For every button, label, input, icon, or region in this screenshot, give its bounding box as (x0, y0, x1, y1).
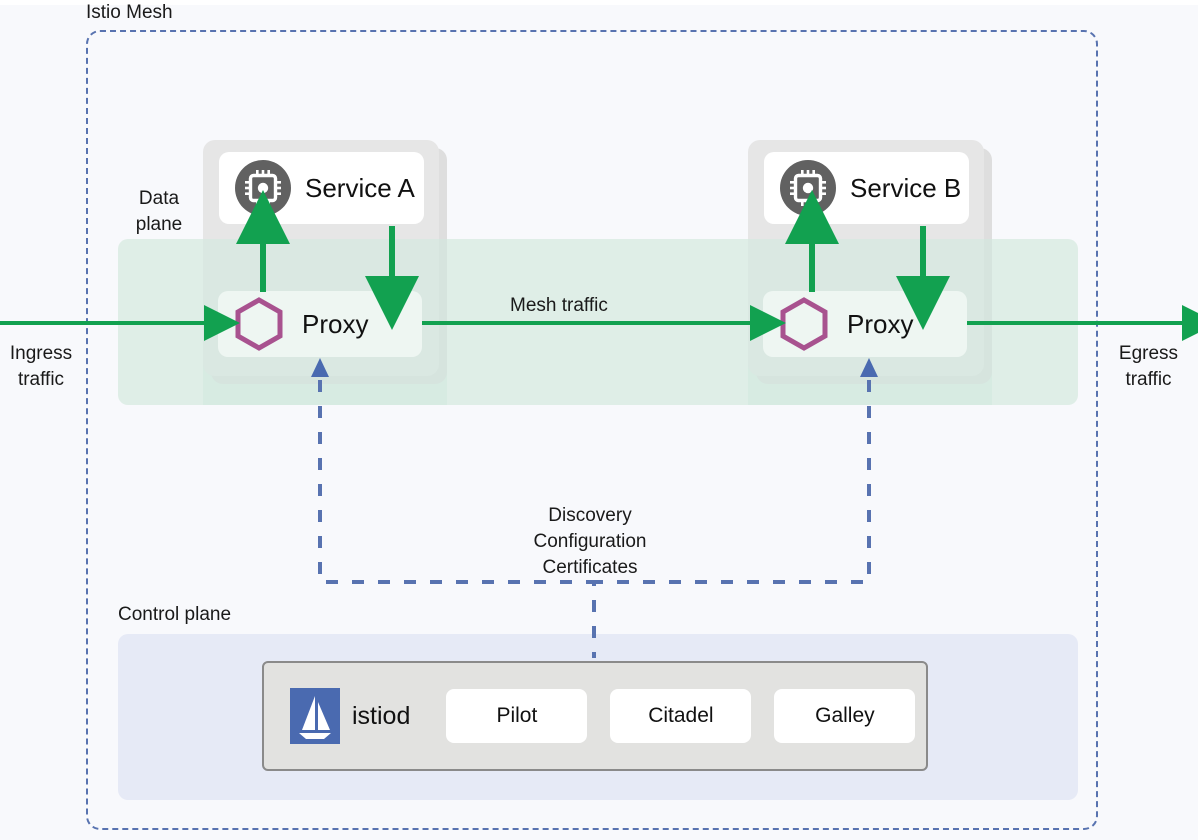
service-a-label: Service A (305, 172, 415, 203)
proxy-b-card[interactable]: Proxy (763, 291, 967, 357)
service-b-card[interactable]: Service B (764, 152, 969, 224)
hexagon-icon (232, 296, 286, 352)
proxy-a-label: Proxy (302, 308, 369, 339)
service-a-card[interactable]: Service A (219, 152, 424, 224)
chip-icon (235, 160, 291, 216)
sailboat-icon (290, 688, 340, 744)
egress-traffic-line1: Egress (1118, 343, 1179, 364)
egress-traffic-line2: traffic (1125, 369, 1172, 390)
data-plane-label-line1: Data (138, 188, 180, 209)
control-plane-component-galley[interactable]: Galley (774, 689, 916, 743)
istiod-label: istiod (352, 701, 411, 730)
control-flow-line3: Certificates (542, 557, 638, 578)
control-plane-label: Control plane (118, 604, 232, 625)
control-flow-line2: Configuration (533, 531, 647, 552)
istio-mesh-boundary (86, 30, 1098, 830)
service-b-label: Service B (850, 172, 962, 203)
proxy-a-card[interactable]: Proxy (218, 291, 422, 357)
control-plane-component-pilot[interactable]: Pilot (446, 689, 588, 743)
egress-traffic-label: Egress traffic (1106, 341, 1191, 393)
proxy-b-label: Proxy (847, 308, 914, 339)
hexagon-icon (777, 296, 831, 352)
istio-mesh-title: Istio Mesh (86, 2, 173, 23)
data-plane-label-line2: plane (135, 214, 183, 235)
ingress-traffic-label: Ingress traffic (0, 341, 82, 393)
ingress-traffic-line1: Ingress (9, 343, 73, 364)
control-flow-label: Discovery Configuration Certificates (500, 503, 680, 581)
data-plane-label: Data plane (119, 186, 199, 238)
top-strip (0, 0, 1198, 5)
chip-icon (780, 160, 836, 216)
mesh-traffic-label: Mesh traffic (510, 295, 608, 316)
control-plane-component-citadel[interactable]: Citadel (610, 689, 752, 743)
ingress-traffic-line2: traffic (17, 369, 65, 390)
control-flow-line1: Discovery (548, 505, 632, 526)
istiod-box[interactable]: istiod Pilot Citadel Galley (262, 661, 928, 771)
